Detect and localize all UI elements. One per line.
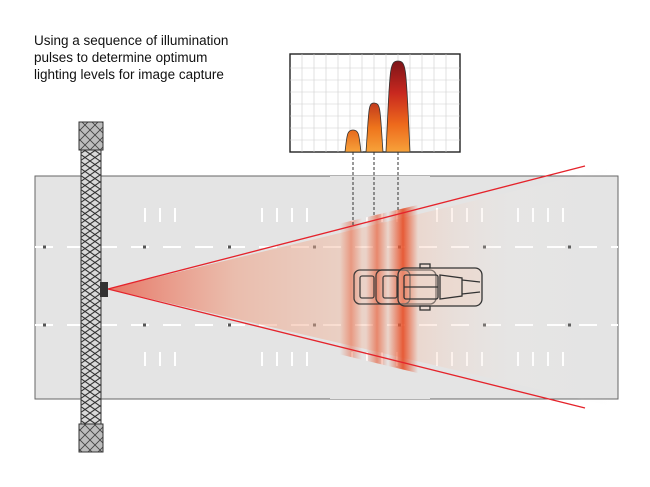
diagram-caption: Using a sequence of illumination pulses … — [34, 32, 274, 83]
camera-icon — [100, 282, 108, 297]
pulse-peak-2 — [365, 102, 384, 153]
pulse-bands — [340, 192, 418, 388]
graph-connectors — [352, 152, 399, 225]
car-icon — [353, 263, 483, 311]
pulse-graph — [289, 53, 461, 153]
gantry-base-top — [78, 121, 104, 151]
caption-line-1: Using a sequence of illumination — [34, 33, 229, 48]
gantry-base-bottom — [78, 423, 104, 453]
light-beam — [108, 166, 618, 408]
pulse-peak-1 — [344, 129, 362, 153]
car-position-3 — [397, 263, 483, 311]
beam-mask-top — [330, 176, 430, 226]
pulse-peak-3 — [385, 60, 411, 153]
beam-mask-bottom — [330, 352, 430, 399]
gantry-beam — [80, 149, 102, 425]
beam-edge-bottom — [107, 288, 586, 409]
caption-line-3: lighting levels for image capture — [34, 67, 224, 82]
gantry-icon — [78, 121, 104, 453]
caption-line-2: pulses to determine optimum — [34, 50, 208, 65]
beam-edge-top — [107, 165, 586, 290]
